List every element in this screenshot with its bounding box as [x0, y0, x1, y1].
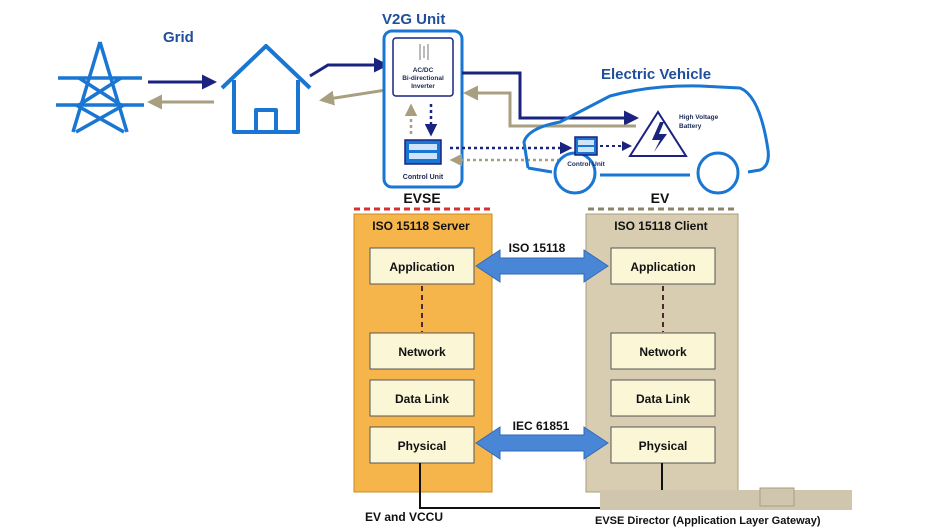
footer-left-label: EV and VCCU	[365, 510, 443, 524]
v2g-unit-title: V2G Unit	[382, 11, 445, 28]
gateway-small-block	[759, 487, 795, 507]
battery-label-2: Battery	[679, 123, 702, 130]
car-rear-wheel-icon	[696, 151, 740, 195]
evse-application-box	[369, 247, 475, 285]
evse-panel-title: ISO 15118 Server	[372, 219, 470, 233]
evse-network-label: Network	[398, 345, 446, 359]
gateway-base-block	[600, 490, 852, 510]
v2g-to-battery-arrow	[462, 71, 639, 126]
ev-datalink-box	[610, 379, 716, 417]
house-icon	[220, 44, 312, 134]
electric-vehicle-title: Electric Vehicle	[601, 66, 711, 83]
control-unit-left-icon	[404, 139, 442, 165]
iec61851-double-arrow	[475, 426, 609, 460]
ev-application-label: Application	[630, 260, 695, 274]
evse-heading: EVSE	[403, 190, 440, 206]
control-unit-right-icon	[574, 136, 598, 156]
inverter-label-1: AC/DC	[413, 67, 434, 74]
v2g-to-house-arrow	[319, 88, 387, 106]
ev-physical-label: Physical	[639, 439, 688, 453]
evse-physical-label: Physical	[398, 439, 447, 453]
lightning-bolt-icon	[628, 110, 688, 157]
house-to-v2g-arrow	[309, 57, 389, 78]
physical-cable-line	[419, 463, 663, 509]
ev-network-box	[610, 332, 716, 370]
inverter-box	[392, 37, 454, 97]
evse-network-box	[369, 332, 475, 370]
transmission-tower-icon	[56, 41, 144, 134]
ev-datalink-label: Data Link	[636, 392, 690, 406]
car-body-icon	[522, 84, 770, 177]
ev-network-label: Network	[639, 345, 687, 359]
inverter-label-3: Inverter	[411, 83, 435, 90]
ev-heading: EV	[651, 190, 670, 206]
iec61851-label: IEC 61851	[513, 419, 570, 433]
evse-datalink-box	[369, 379, 475, 417]
inverter-symbol-icon	[419, 44, 429, 60]
footer-right-label: EVSE Director (Application Layer Gateway…	[595, 515, 821, 527]
evse-application-label: Application	[389, 260, 454, 274]
inverter-label-2: Bi-directional	[402, 75, 444, 82]
battery-label-1: High Voltage	[679, 114, 719, 121]
evse-datalink-label: Data Link	[395, 392, 449, 406]
ev-panel-title: ISO 15118 Client	[614, 219, 707, 233]
grid-label: Grid	[163, 29, 194, 46]
car-front-wheel-icon	[553, 151, 597, 195]
battery-to-v2g-arrow	[463, 85, 636, 128]
control-unit-right-label: Control Unit	[567, 161, 605, 168]
evse-physical-box	[369, 426, 475, 464]
iso15118-label: ISO 15118	[509, 241, 566, 255]
ev-application-box	[610, 247, 716, 285]
control-unit-left-label: Control Unit	[403, 174, 444, 181]
iso15118-double-arrow	[475, 249, 609, 283]
